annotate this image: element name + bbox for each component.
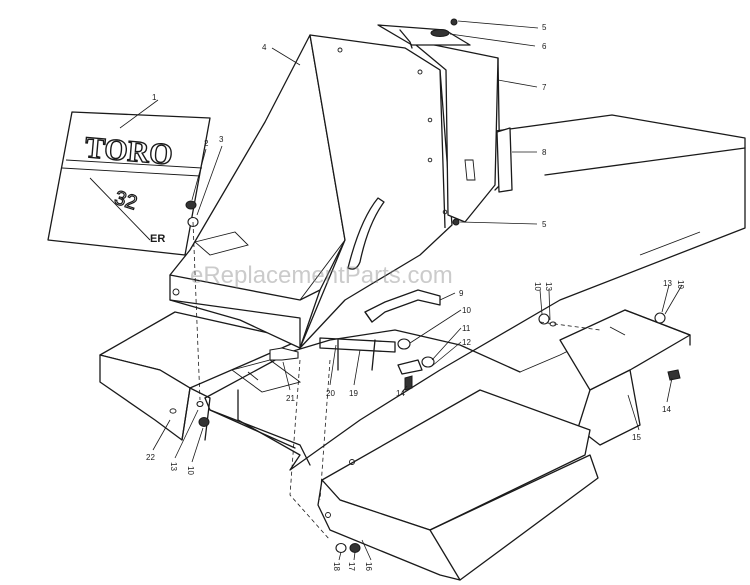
part-1-toro-decal: TORO 32 ER xyxy=(47,111,211,256)
watermark-text: eReplacementParts.com xyxy=(190,262,453,289)
part-6-top-cap xyxy=(377,24,471,49)
callout-16: 16 xyxy=(364,562,373,571)
callout-7: 7 xyxy=(542,83,547,92)
callout-5: 5 xyxy=(542,220,547,229)
callout-8: 8 xyxy=(542,148,547,157)
part-22-left-panel xyxy=(99,311,301,441)
callout-10: 10 xyxy=(462,306,471,315)
decal-suffix-text: ER xyxy=(150,233,165,245)
callout-12: 12 xyxy=(462,338,471,347)
callout-9: 9 xyxy=(459,289,464,298)
callout-10: 10 xyxy=(186,466,195,475)
part-15-right-panel xyxy=(559,309,691,446)
callout-19: 19 xyxy=(349,389,358,398)
callout-20: 20 xyxy=(326,389,335,398)
callout-5: 5 xyxy=(542,23,547,32)
bolt-14b xyxy=(667,369,681,381)
nut-10d xyxy=(198,417,210,427)
callout-10: 10 xyxy=(533,282,542,291)
deck-plate xyxy=(237,114,746,471)
callout-14: 14 xyxy=(396,389,405,398)
leader-lines xyxy=(119,20,683,561)
mount-bracket xyxy=(194,231,249,256)
screw-5b xyxy=(452,218,460,226)
callout-3: 3 xyxy=(219,135,224,144)
nut-10b xyxy=(397,338,411,350)
part-16-right-front-panel xyxy=(317,389,599,581)
callout-10: 10 xyxy=(676,280,685,289)
nut-10a xyxy=(538,313,550,325)
callout-18: 18 xyxy=(332,562,341,571)
callout-21: 21 xyxy=(286,394,295,403)
callout-14: 14 xyxy=(662,405,671,414)
callout-22: 22 xyxy=(146,453,155,462)
callout-4: 4 xyxy=(262,43,267,52)
nut-17 xyxy=(349,543,361,553)
callout-13: 13 xyxy=(663,279,672,288)
bolt-21 xyxy=(269,347,299,361)
bolt-14a xyxy=(404,375,413,391)
callout-numbers: 1 2 3 4 5 6 7 8 5 9 10 11 12 10 13 13 10… xyxy=(146,23,685,571)
callout-15: 15 xyxy=(632,433,641,442)
washer-11 xyxy=(421,356,435,368)
part-4-chute-housing xyxy=(169,34,453,349)
callout-6: 6 xyxy=(542,42,547,51)
callout-11: 11 xyxy=(462,324,471,333)
callout-1: 1 xyxy=(152,93,157,102)
callout-13: 13 xyxy=(544,282,553,291)
hardware xyxy=(185,18,681,554)
screw-5a xyxy=(450,18,458,26)
assembly-lines xyxy=(192,221,601,541)
part-9-handle-rod xyxy=(364,289,441,323)
nut-10c xyxy=(654,312,666,324)
callout-2: 2 xyxy=(204,139,209,148)
part-8-tab xyxy=(496,127,513,193)
bolt-2 xyxy=(185,200,197,210)
nut-18 xyxy=(335,542,347,554)
callout-13: 13 xyxy=(169,462,178,471)
decal-brand-text: TORO xyxy=(84,131,174,172)
callout-17: 17 xyxy=(347,562,356,571)
part-19-20-shaft xyxy=(319,337,396,371)
